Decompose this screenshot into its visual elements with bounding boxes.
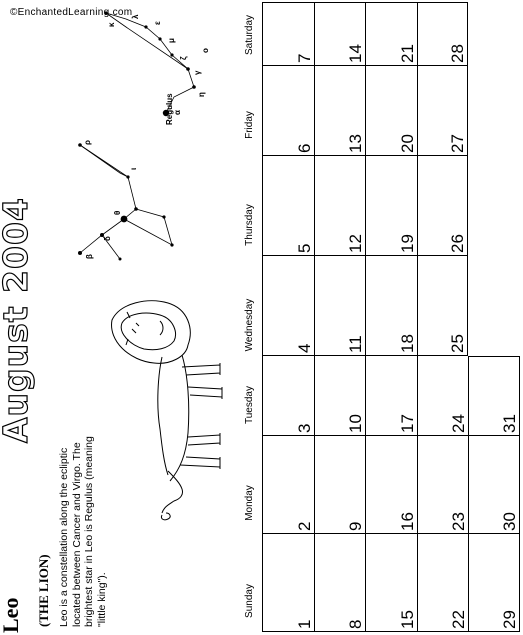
calendar-day-number: 15 xyxy=(397,610,417,629)
calendar-day-number: 25 xyxy=(448,334,468,353)
star-label-rho: ρ xyxy=(83,140,92,145)
calendar-day-cell: 15 xyxy=(365,534,417,632)
calendar-day-number: 17 xyxy=(397,414,417,433)
calendar-day-cell: 25 xyxy=(416,256,469,356)
calendar-day-number: 28 xyxy=(448,44,468,63)
calendar-day-number: 5 xyxy=(294,243,314,253)
calendar-day-cell: 3 xyxy=(262,356,314,436)
calendar-day-cell: 27 xyxy=(416,66,469,156)
calendar-day-cell: 18 xyxy=(365,256,417,356)
leo-title: Leo xyxy=(0,597,23,633)
calendar-day-number: 7 xyxy=(294,53,314,63)
calendar-day-number: 11 xyxy=(346,335,366,353)
calendar-day-number: 21 xyxy=(397,44,417,63)
calendar-day-cell: 2 xyxy=(262,436,314,534)
calendar-day-number: 14 xyxy=(346,44,366,63)
calendar-empty-cell xyxy=(468,2,520,66)
calendar-day-number: 23 xyxy=(449,512,469,531)
calendar-day-cell: 23 xyxy=(416,436,469,534)
leo-constellation-diagram: β θ δ ι ρ Regulus α η γ ζ μ ε λ κ ο xyxy=(78,11,210,261)
calendar-day-number: 6 xyxy=(294,143,314,153)
calendar-day-number: 8 xyxy=(346,619,366,629)
calendar-day-cell: 30 xyxy=(468,436,520,534)
day-header-tuesday: Tuesday xyxy=(244,386,255,424)
day-header-thursday: Thursday xyxy=(244,204,255,246)
star-label-iota: ι xyxy=(129,168,138,170)
calendar-day-number: 12 xyxy=(346,234,366,253)
calendar-day-number: 31 xyxy=(499,414,519,433)
star-label-gamma: γ xyxy=(193,70,202,75)
star-label-theta: θ xyxy=(113,211,122,215)
calendar-day-number: 18 xyxy=(397,334,417,353)
star-label-delta: δ xyxy=(103,236,112,241)
day-header-wednesday: Wednesday xyxy=(244,298,255,352)
calendar-day-cell: 1 xyxy=(262,534,314,632)
calendar-day-cell: 28 xyxy=(416,2,469,66)
day-header-friday: Friday xyxy=(244,111,255,139)
calendar-day-number: 16 xyxy=(397,512,417,531)
calendar-day-cell: 19 xyxy=(365,156,417,256)
day-header-row: Sunday Monday Tuesday Wednesday Thursday… xyxy=(240,0,262,635)
calendar-day-cell: 8 xyxy=(313,534,366,632)
calendar-day-cell: 20 xyxy=(365,66,417,156)
calendar-day-cell: 9 xyxy=(313,436,366,534)
calendar-day-cell: 7 xyxy=(262,2,314,66)
calendar-day-cell: 13 xyxy=(313,66,366,156)
calendar-day-number: 20 xyxy=(397,134,417,153)
calendar-day-cell: 22 xyxy=(416,534,469,632)
star-label-zeta: ζ xyxy=(179,56,188,60)
calendar-day-number: 30 xyxy=(499,512,519,531)
calendar-day-cell: 5 xyxy=(262,156,314,256)
calendar-day-cell: 6 xyxy=(262,66,314,156)
calendar-day-cell: 10 xyxy=(313,356,366,436)
calendar-day-cell: 31 xyxy=(468,356,520,436)
star-label-omicron: ο xyxy=(201,48,210,53)
calendar-day-cell: 12 xyxy=(313,156,366,256)
calendar-day-number: 2 xyxy=(294,521,314,531)
star-label-alpha: α xyxy=(173,110,182,115)
star-label-eta: η xyxy=(197,92,206,97)
calendar-day-cell: 26 xyxy=(416,156,469,256)
calendar-day-number: 3 xyxy=(294,423,314,433)
calendar-day-number: 19 xyxy=(397,234,417,253)
calendar-day-number: 1 xyxy=(294,619,314,629)
calendar-empty-cell xyxy=(468,156,520,256)
star-label-lambda: λ xyxy=(131,14,140,19)
calendar-day-number: 13 xyxy=(346,134,366,153)
star-label-epsilon: ε xyxy=(153,21,162,25)
lion-illustration xyxy=(111,300,223,521)
calendar-day-cell: 16 xyxy=(365,436,417,534)
day-header-saturday: Saturday xyxy=(244,14,255,56)
star-label-mu: μ xyxy=(167,38,176,43)
day-header-monday: Monday xyxy=(244,485,255,521)
calendar-day-number: 10 xyxy=(346,414,366,433)
calendar-day-number: 26 xyxy=(448,234,468,253)
calendar-day-number: 9 xyxy=(346,521,366,531)
star-label-beta: β xyxy=(85,254,94,259)
calendar-day-number: 29 xyxy=(499,610,519,629)
calendar-day-cell: 14 xyxy=(313,2,366,66)
regulus-label: Regulus xyxy=(165,93,174,125)
calendar-day-number: 24 xyxy=(449,414,469,433)
leo-subtitle: (THE LION) xyxy=(36,554,51,627)
calendar-day-cell: 29 xyxy=(468,534,520,632)
calendar-day-cell: 17 xyxy=(365,356,417,436)
star-label-kappa: κ xyxy=(107,22,116,27)
calendar-day-cell: 21 xyxy=(365,2,417,66)
calendar-day-number: 4 xyxy=(294,343,314,353)
calendar-day-number: 22 xyxy=(449,610,469,629)
calendar-day-number: 27 xyxy=(448,134,468,153)
calendar-day-cell: 4 xyxy=(262,256,314,356)
calendar-day-cell: 11 xyxy=(313,256,366,356)
calendar-empty-cell xyxy=(468,66,520,156)
calendar-day-cell: 24 xyxy=(416,356,469,436)
day-header-sunday: Sunday xyxy=(244,584,255,618)
calendar-empty-cell xyxy=(468,256,520,356)
month-title: August 2004 xyxy=(0,196,36,443)
